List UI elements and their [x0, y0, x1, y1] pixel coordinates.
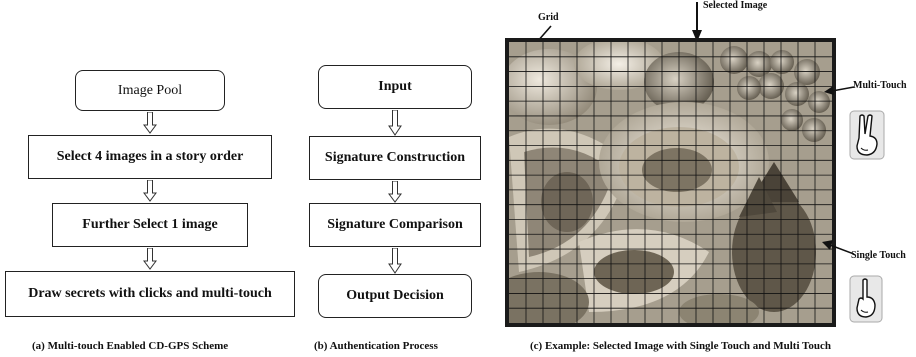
- step-label: Image Pool: [117, 82, 183, 98]
- step-label: Select 4 images in a story order: [56, 149, 244, 165]
- hollow-down-arrow-icon: [143, 248, 157, 270]
- hollow-down-arrow-icon: [143, 180, 157, 202]
- step-label: Draw secrets with clicks and multi-touch: [28, 286, 272, 302]
- caption-panel-b: (b) Authentication Process: [314, 340, 438, 352]
- step-draw-secrets: Draw secrets with clicks and multi-touch: [5, 271, 295, 317]
- step-further-select-image: Further Select 1 image: [52, 203, 248, 247]
- step-input: Input: [318, 65, 472, 109]
- caption-panel-c: (c) Example: Selected Image with Single …: [530, 340, 832, 352]
- hollow-down-arrow-icon: [143, 112, 157, 134]
- grid-overlay: [509, 42, 832, 323]
- step-label: Output Decision: [346, 288, 444, 304]
- step-label: Signature Construction: [324, 150, 466, 166]
- hollow-down-arrow-icon: [388, 181, 402, 203]
- label-multi-touch: Multi-Touch: [853, 80, 907, 91]
- selected-image[interactable]: [505, 38, 836, 327]
- step-label: Further Select 1 image: [82, 217, 218, 233]
- multi-touch-arrow: [824, 86, 854, 95]
- hollow-down-arrow-icon: [388, 110, 402, 136]
- step-signature-comparison: Signature Comparison: [309, 203, 481, 247]
- selected-image-arrow: [692, 2, 702, 42]
- single-touch-arrow: [822, 240, 854, 255]
- label-single-touch: Single Touch: [851, 250, 906, 261]
- two-finger-hand-icon: [849, 110, 885, 160]
- step-select-four-images: Select 4 images in a story order: [28, 135, 272, 179]
- label-selected-image: Selected Image: [703, 0, 768, 11]
- step-output-decision: Output Decision: [318, 274, 472, 318]
- step-image-pool: Image Pool: [75, 70, 225, 111]
- step-signature-construction: Signature Construction: [309, 136, 481, 180]
- hollow-down-arrow-icon: [388, 248, 402, 274]
- caption-panel-a: (a) Multi-touch Enabled CD-GPS Scheme: [32, 340, 229, 352]
- fruit-photo: [509, 42, 832, 323]
- label-grid: Grid: [538, 12, 559, 23]
- one-finger-hand-icon: [849, 275, 883, 323]
- step-label: Signature Comparison: [327, 217, 463, 233]
- step-label: Input: [378, 79, 412, 95]
